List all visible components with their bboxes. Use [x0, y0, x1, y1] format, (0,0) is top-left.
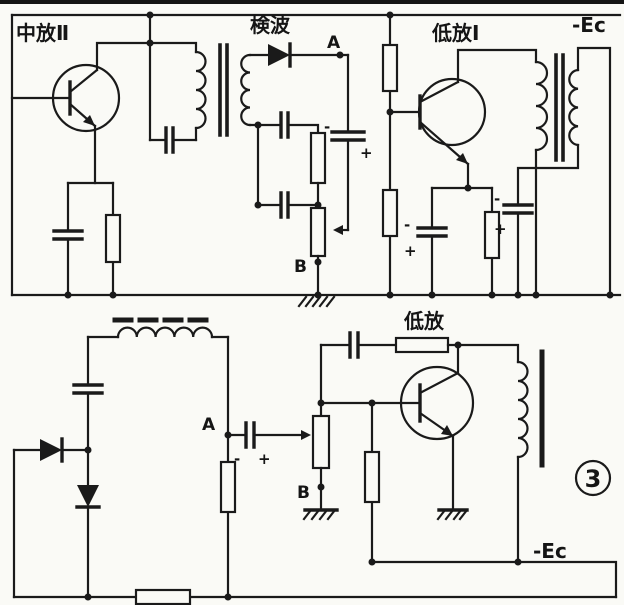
af-coupling-capacitor: - +: [324, 53, 373, 232]
bias-resistor: [363, 450, 381, 504]
emitter-resistor: [104, 213, 122, 264]
junction-dots: [84, 341, 522, 601]
label-terminal-b: B: [297, 483, 310, 503]
emitter-arrow-icon: [456, 153, 468, 164]
emitter-bypass-capacitor: [416, 226, 448, 238]
volume-control: [297, 131, 350, 308]
coil-winding: [116, 326, 214, 339]
figure-number-badge: 3: [574, 459, 612, 497]
polarity-plus: +: [404, 242, 417, 260]
junction-dots: [64, 11, 614, 299]
rail-resistor: [134, 588, 192, 605]
label-stage2: 低放Ⅰ: [431, 21, 479, 45]
detector-filter: [248, 111, 320, 219]
label-detector: 検波: [250, 13, 291, 37]
figure-number: 3: [585, 465, 602, 493]
transformer-core: [554, 53, 565, 162]
upper-circuit-diagram: - + - +: [10, 11, 622, 308]
ground-symbol: [302, 508, 337, 521]
base-bias: [319, 401, 422, 564]
polarity-minus: -: [324, 118, 330, 136]
capacitor: [348, 331, 360, 359]
input-node: [219, 335, 237, 599]
output-transformer: - +: [494, 46, 612, 297]
wiper-arrow-icon: [333, 225, 343, 235]
label-stage1: 中放Ⅱ: [16, 21, 69, 45]
primary-winding: [194, 50, 207, 130]
bypass-capacitor: [52, 229, 84, 241]
transformer-core: [218, 43, 229, 137]
polarity-plus: +: [360, 144, 373, 162]
output-capacitor: [502, 203, 534, 215]
load-resistor: [219, 460, 237, 514]
q1-emitter-network: [52, 181, 122, 297]
bias-resistor-upper: [381, 43, 399, 93]
output-coil: [516, 349, 545, 564]
emitter-arrow-icon: [83, 115, 95, 126]
potentiometer-body: [311, 414, 331, 470]
polarity-minus: -: [404, 216, 410, 234]
q2-emitter-network: - +: [404, 186, 501, 297]
polarity-plus: +: [494, 220, 507, 238]
label-supply: -Ec: [533, 539, 567, 563]
transistor-q3-body: [399, 365, 475, 441]
collector-resistor: [394, 336, 450, 354]
tuning-capacitor: [164, 126, 175, 154]
scan-edge: [0, 0, 624, 4]
secondary-winding: [240, 53, 252, 127]
ground-symbol: [297, 295, 336, 308]
supply-rails: [12, 560, 618, 605]
polarity-minus: -: [494, 190, 500, 208]
label-terminal-a: A: [202, 415, 216, 435]
coil-winding: [516, 360, 529, 459]
coupling-capacitor: - +: [226, 421, 311, 468]
transistor-q3: [399, 343, 475, 521]
bias-divider: [381, 13, 422, 297]
transistor-q2: [417, 48, 538, 190]
signal-arrow-icon: [301, 430, 311, 440]
diode: [77, 485, 99, 507]
label-terminal-b: B: [294, 257, 307, 277]
label-supply: -Ec: [572, 13, 606, 37]
primary-winding: [534, 60, 549, 152]
diode: [40, 439, 62, 461]
label-terminal-a: A: [327, 33, 341, 53]
collector-line: [319, 331, 520, 364]
ground-symbol: [436, 508, 469, 521]
potentiometer-body: [309, 206, 327, 258]
polarity-plus: +: [258, 450, 271, 468]
transistor-q1: [10, 41, 152, 185]
bias-resistor-lower: [381, 188, 399, 238]
emitter-arrow-icon: [441, 425, 453, 436]
load-resistor: [309, 131, 327, 185]
polarity-minus: -: [234, 450, 240, 468]
secondary-winding: [568, 68, 580, 147]
capacitor: [72, 383, 104, 395]
if-transformer: [148, 13, 252, 154]
input-coil: [86, 317, 230, 339]
filter-capacitor-1: [279, 111, 290, 139]
filter-capacitor-2: [279, 191, 290, 219]
lower-circuit-diagram: - +: [12, 309, 618, 605]
left-branch: [12, 335, 104, 599]
label-stage: 低放: [403, 309, 445, 333]
transistor-q2-body: [417, 77, 487, 147]
emitter-resistor: [483, 210, 501, 260]
